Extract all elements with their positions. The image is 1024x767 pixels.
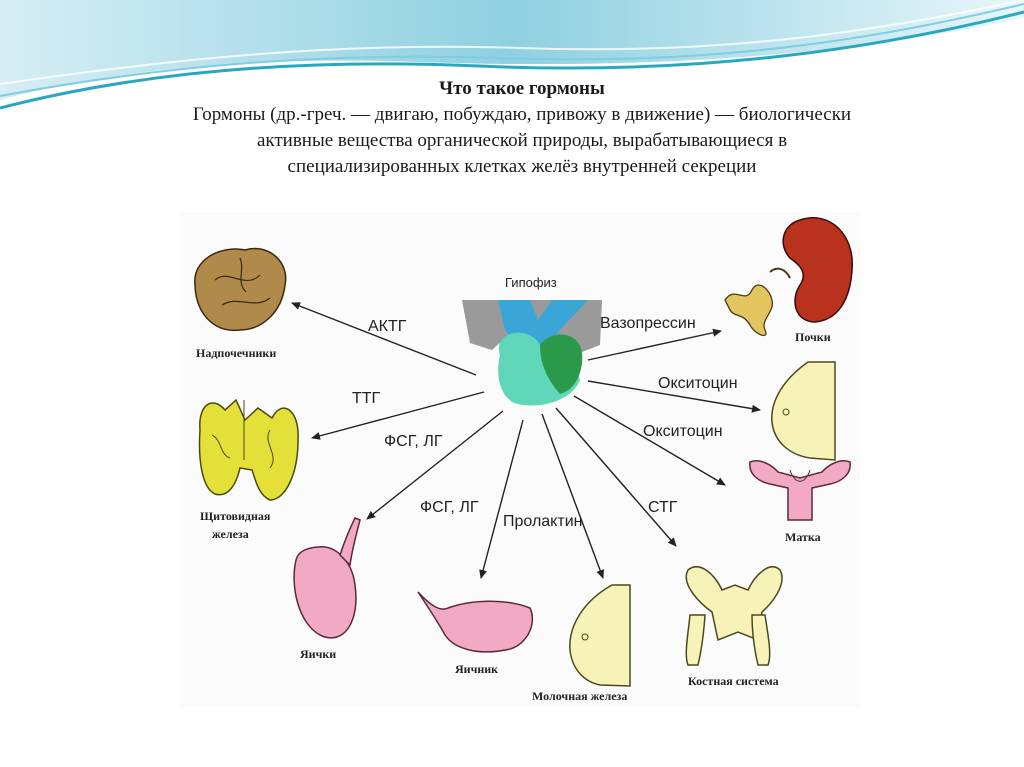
pituitary-label: Гипофиз (505, 275, 557, 290)
organ-label-adrenals: Надпочечники (196, 346, 276, 360)
arrow-to-kidneys (587, 328, 722, 361)
definition-line-1: Гормоны (др.-греч. — двигаю, побуждаю, п… (192, 104, 852, 125)
arrow-to-adrenals (291, 302, 477, 376)
organ-label-uterus: Матка (785, 530, 821, 544)
kidney-icon (724, 217, 853, 337)
arrow-to-bones (555, 407, 677, 547)
testes-icon (293, 517, 361, 639)
ovary-icon (417, 591, 534, 653)
arrow-to-testes (366, 410, 504, 520)
hormone-label-prolactin: Пролактин (503, 513, 582, 530)
hormone-label-fsg-lg-1: ФСГ, ЛГ (384, 433, 443, 450)
uterus-icon (749, 460, 851, 521)
title-block: Что такое гормоны Гормоны (др.-греч. — д… (60, 76, 984, 180)
organ-label-ovary: Яичник (455, 662, 498, 676)
arrow-to-uterus (573, 395, 726, 486)
organ-label-thyroid-line1: Щитовидная (200, 509, 271, 523)
hormone-label-oxytocin-2: Окситоцин (643, 423, 723, 440)
definition-line-2: активные вещества органической природы, … (256, 130, 788, 151)
organ-label-mammary: Молочная железа (532, 689, 627, 703)
arrow-to-mammary (541, 413, 604, 579)
pituitary-icon (462, 300, 602, 406)
thyroid-icon (198, 398, 299, 501)
pelvis-bones-icon (685, 566, 783, 666)
hormone-label-actg: АКТГ (368, 318, 407, 335)
adrenal-gland-icon (194, 247, 287, 332)
hormone-label-oxytocin-1: Окситоцин (658, 375, 738, 392)
organ-label-testes: Яички (300, 647, 336, 661)
hormone-label-stg: СТГ (648, 499, 678, 516)
arrow-to-ovary (479, 419, 524, 579)
hormone-label-vasopressin: Вазопрессин (600, 315, 696, 332)
arrow-to-mammary-right (587, 380, 761, 413)
organ-label-thyroid-line2: железа (212, 527, 249, 541)
slide-heading: Что такое гормоны (439, 78, 605, 99)
organ-label-bones: Костная система (688, 674, 779, 688)
top-wave-decoration (0, 0, 1024, 110)
hormone-label-ttg: ТТГ (352, 390, 381, 407)
organ-label-kidneys: Почки (795, 330, 831, 344)
definition-line-3: специализированных клетках желёз внутрен… (287, 156, 757, 177)
arrow-to-thyroid (311, 391, 485, 440)
mammary-gland-right-icon (771, 361, 836, 461)
hormone-label-fsg-lg-2: ФСГ, ЛГ (420, 499, 479, 516)
mammary-gland-icon (569, 584, 631, 687)
